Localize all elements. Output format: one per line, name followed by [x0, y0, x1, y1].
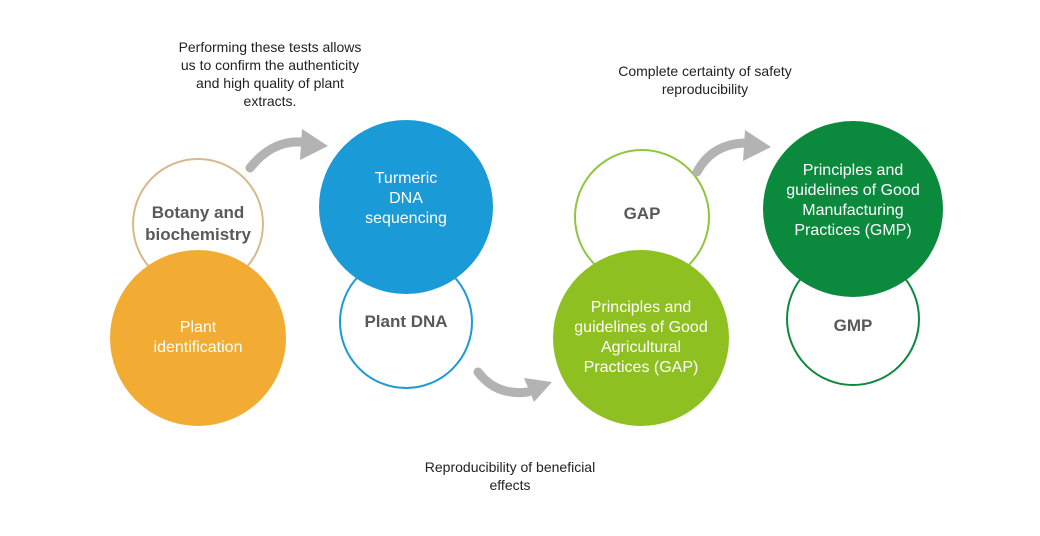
reproducibility-note: Reproducibility of beneficial effects: [424, 459, 596, 493]
plant-identification-label: Plant identification: [153, 319, 243, 356]
gmp-label: GMP: [833, 316, 873, 335]
plant-identification-circle: Plant identification: [110, 250, 286, 426]
tests-note: Performing these tests allows us to conf…: [178, 39, 362, 109]
gap-principles-circle: Principles and guidelines of Good Agricu…: [553, 250, 729, 426]
gmp-principles-label: Principles and guidelines of Good Manufa…: [786, 162, 920, 239]
certainty-note: Complete certainty of safety reproducibi…: [618, 63, 792, 97]
gmp-principles-circle: Principles and guidelines of Good Manufa…: [763, 121, 943, 297]
gap-principles-label: Principles and guidelines of Good Agricu…: [574, 299, 708, 376]
turmeric-dna-circle: Turmeric DNA sequencing: [319, 120, 493, 294]
turmeric-dna-label: Turmeric DNA sequencing: [365, 170, 447, 227]
gap-label: GAP: [623, 204, 661, 223]
botany-label: Botany and biochemistry: [145, 203, 251, 244]
plant-dna-label: Plant DNA: [364, 312, 448, 331]
